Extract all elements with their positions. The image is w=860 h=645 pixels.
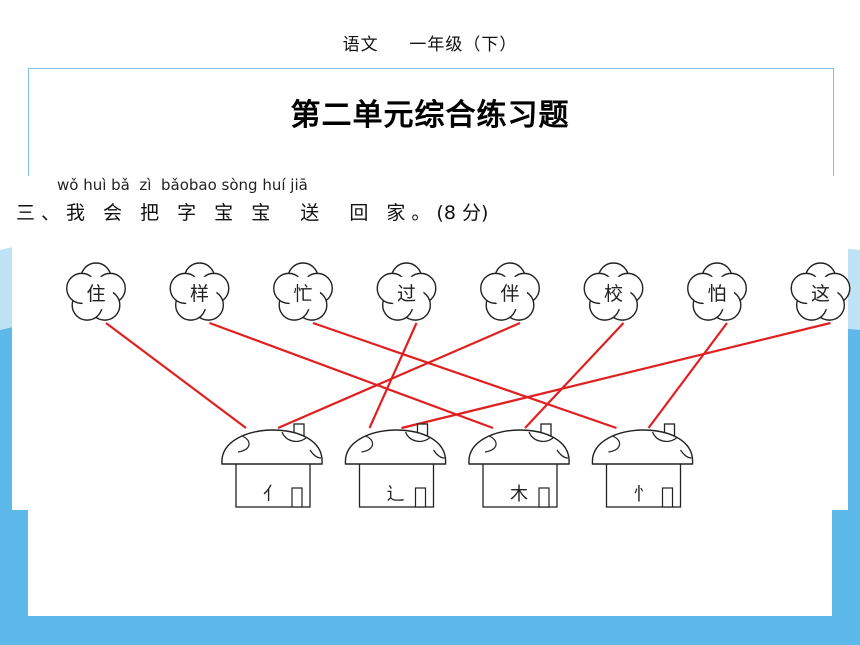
flower-0: 住 [66,262,126,321]
grade-label: 一年级（下） [409,35,518,55]
flower-4: 伴 [480,262,540,321]
question-score: (8 分) [436,202,489,224]
subject-label: 语文 [342,35,379,55]
flower-char: 这 [811,283,830,305]
match-line [105,322,247,429]
match-line [647,322,728,429]
flower-2: 忙 [273,262,333,321]
question-pinyin: wǒ huì bǎ zì bǎobao sòng huí jiā [57,176,308,194]
question-number: 三、 [16,202,67,224]
flower-5: 校 [583,262,644,321]
match-line [209,321,494,430]
flower-char: 伴 [500,283,519,305]
house-radical: 辶 [387,484,405,505]
flower-7: 这 [790,262,851,321]
house-radical: 亻 [263,484,281,505]
match-line [524,322,625,429]
title-frame [28,68,834,178]
flower-char: 住 [86,283,105,305]
house-2: 木 [468,423,570,508]
flower-char: 忙 [293,283,312,305]
flower-3: 过 [376,262,437,321]
flower-6: 怕 [687,262,747,321]
house-radical: 忄 [634,484,652,505]
match-line [312,321,617,430]
match-line [277,321,521,430]
flower-char: 样 [190,283,209,305]
flower-1: 样 [169,262,230,321]
question-body: 我 会 把 字 宝 宝 送 回 家。 [66,202,437,224]
page-header: 语文 一年级（下） [0,30,860,55]
question-text: 三、我 会 把 字 宝 宝 送 回 家。(8 分) [16,198,488,225]
flower-char: 过 [397,283,416,305]
flower-char: 怕 [707,283,726,305]
page-title: 第二单元综合练习题 [290,98,570,133]
house-0: 亻 [221,423,323,508]
house-3: 忄 [591,423,694,508]
lower-panel [28,510,832,616]
flower-char: 校 [604,283,623,305]
house-1: 辶 [344,423,447,508]
match-line [401,321,831,430]
house-radical: 木 [510,484,528,505]
match-line [368,322,418,429]
